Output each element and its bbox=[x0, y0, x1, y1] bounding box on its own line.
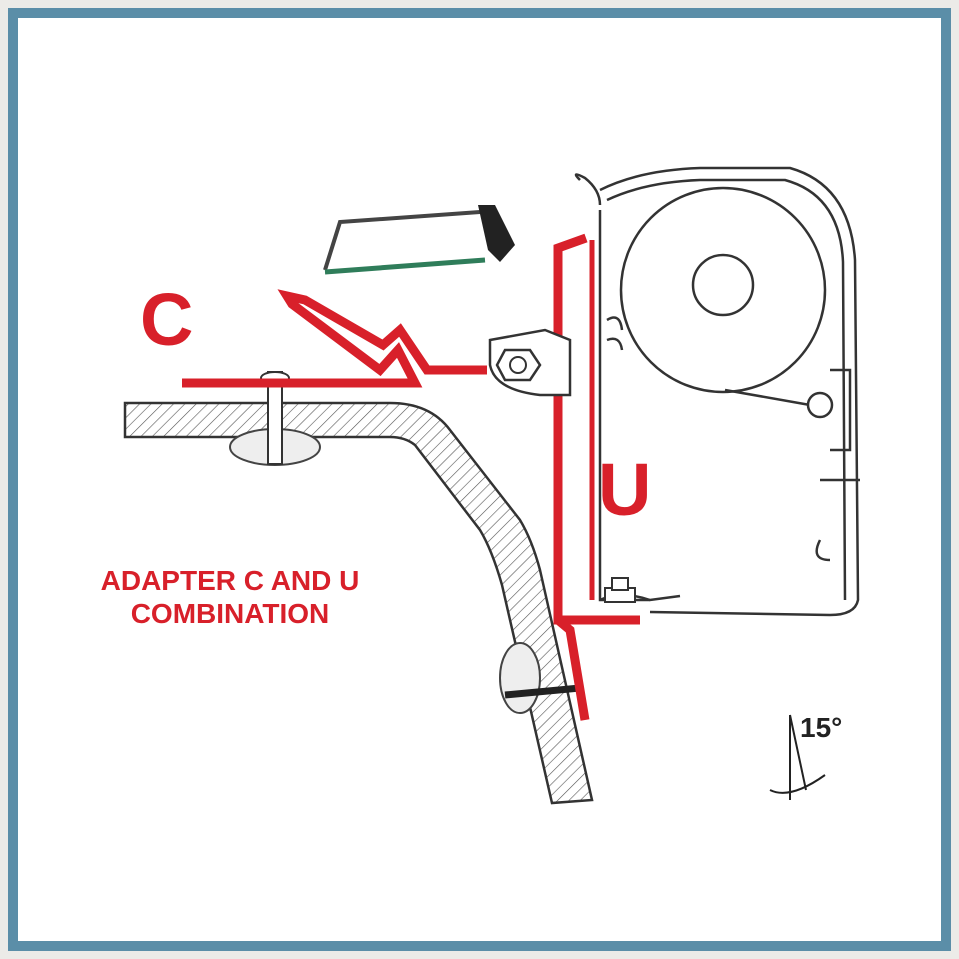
label-u: U bbox=[598, 448, 651, 531]
vehicle-wall bbox=[123, 401, 594, 805]
angle-indicator bbox=[769, 714, 826, 800]
u-adapter bbox=[553, 233, 640, 721]
angle-label: 15° bbox=[800, 712, 842, 743]
awning-cassette bbox=[574, 166, 860, 617]
bolt-bracket bbox=[488, 328, 572, 397]
c-adapter bbox=[182, 289, 487, 388]
screw-top bbox=[229, 371, 321, 466]
screw-side bbox=[499, 642, 581, 714]
title-line-1: ADAPTER C AND U bbox=[101, 565, 360, 596]
hacksaw-icon bbox=[323, 205, 515, 275]
label-c: C bbox=[140, 278, 193, 361]
title-line-2: COMBINATION bbox=[131, 598, 330, 629]
nut-bottom bbox=[604, 577, 636, 603]
